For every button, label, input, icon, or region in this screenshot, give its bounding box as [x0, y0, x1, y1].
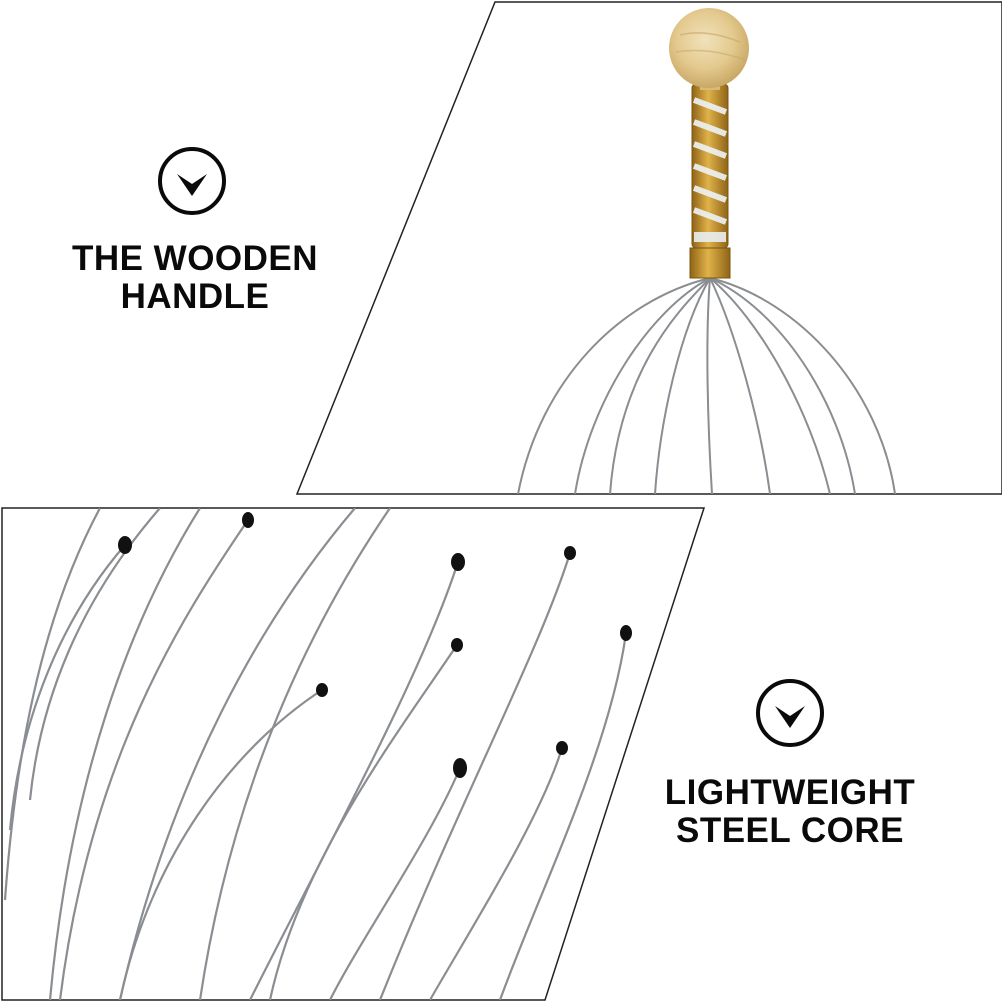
wooden-ball-knob — [669, 8, 749, 90]
massage-beads — [118, 512, 632, 778]
caption-line: STEEL CORE — [675, 811, 904, 850]
caption-line: HANDLE — [120, 277, 270, 316]
handle — [689, 83, 731, 279]
caption-line: THE WOODEN — [71, 239, 319, 278]
feature-caption-wooden-handle: THE WOODEN HANDLE — [40, 240, 350, 316]
caption-line: LIGHTWEIGHT — [664, 773, 916, 812]
bottom-product-panel — [1, 507, 706, 1001]
top-product-panel — [295, 1, 1002, 495]
feature-caption-steel-core: LIGHTWEIGHT STEEL CORE — [630, 774, 950, 850]
chevron-down-circle-icon — [158, 147, 226, 215]
chevron-down-circle-icon — [756, 679, 824, 747]
wire-tentacles — [3, 508, 628, 1000]
wire-cage-top — [517, 277, 896, 494]
